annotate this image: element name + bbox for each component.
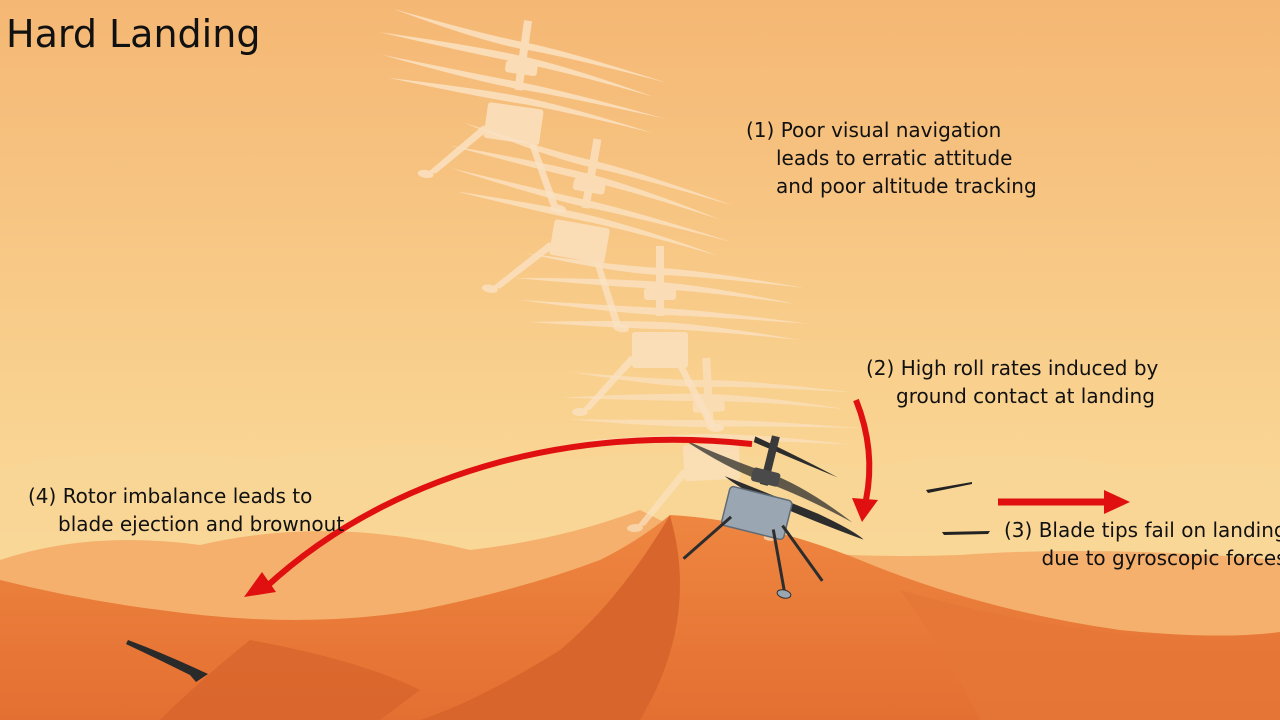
helicopter-landing <box>682 435 864 599</box>
annotation-line: (3) Blade tips fail on landing <box>1004 518 1280 542</box>
annotation-line: leads to erratic attitude <box>776 146 1013 170</box>
annotation-visual-navigation: (1) Poor visual navigation leads to erra… <box>746 116 1037 200</box>
roll-arrowhead <box>852 498 878 522</box>
annotation-line: (4) Rotor imbalance leads to <box>28 484 313 508</box>
annotation-line: and poor altitude tracking <box>776 174 1037 198</box>
page-title: Hard Landing <box>6 12 261 56</box>
annotation-high-roll-rates: (2) High roll rates induced by ground co… <box>866 354 1158 410</box>
annotation-line: (2) High roll rates induced by <box>866 356 1159 380</box>
annotation-line: blade ejection and brownout <box>58 512 345 536</box>
annotation-line: due to gyroscopic forces <box>1041 546 1280 570</box>
annotation-line: ground contact at landing <box>896 384 1155 408</box>
annotation-line: (1) Poor visual navigation <box>746 118 1002 142</box>
blade-tip-fragment-2 <box>942 531 990 535</box>
dune-right-highlight <box>900 590 1280 720</box>
ejection-arrowhead <box>244 572 276 597</box>
annotation-blade-tips-fail: (3) Blade tips fail on landing due to gy… <box>1004 516 1280 572</box>
ejected-blade <box>126 640 208 682</box>
ejection-arrow-curve <box>262 436 753 591</box>
blade-tip-arrowhead <box>1104 490 1130 514</box>
dune-left-shadow <box>160 640 420 720</box>
annotation-rotor-imbalance: (4) Rotor imbalance leads to blade eject… <box>28 482 344 538</box>
roll-arrow-curve <box>853 398 873 501</box>
blade-tip-fragment-1 <box>926 482 972 493</box>
